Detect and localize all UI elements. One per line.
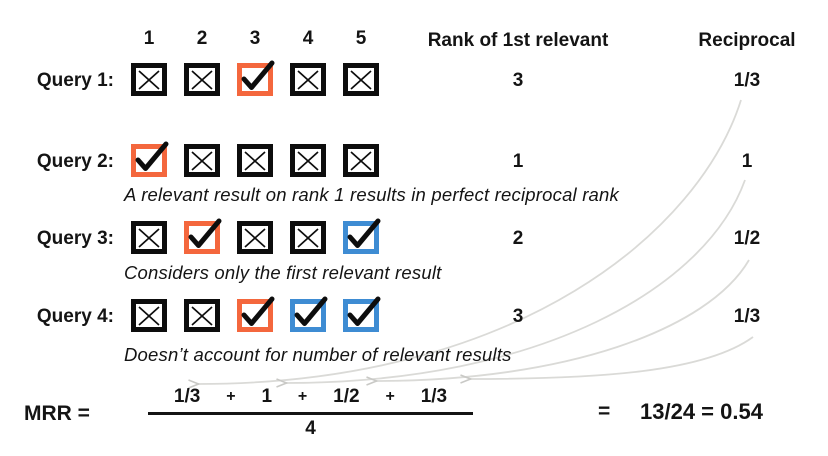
mrr-result-value: 13/24 = 0.54 [640,399,763,424]
not-relevant-checkbox-icon [184,299,220,332]
query-1-rank-value: 3 [512,69,524,91]
fraction-line [148,412,473,415]
query-1-label: Query 1: [36,69,114,91]
rank-position-headers: 1 2 3 4 5 [131,28,379,50]
not-relevant-checkbox-icon [131,63,167,96]
query-1-result-boxes [131,60,379,96]
not-relevant-checkbox-icon [237,221,273,254]
rank-position-label: 1 [143,28,155,49]
not-relevant-checkbox-icon [131,299,167,332]
relevant-checkbox-icon [343,296,381,332]
query-3-reciprocal-value: 1/2 [733,227,761,249]
numerator-term: 1/3 [173,386,201,407]
query-2-rank-value: 1 [512,150,524,172]
mrr-denominator: 4 [305,418,316,439]
numerator-term: 1/3 [420,386,448,407]
query-2-reciprocal-value: 1 [741,150,753,172]
rank-position-label: 4 [302,28,314,49]
relevant-checkbox-icon [184,218,222,254]
query-2-annotation: A relevant result on rank 1 results in p… [124,184,619,205]
query-4-result-boxes [131,296,381,332]
relevant-checkbox-icon [343,218,381,254]
relevant-checkbox-icon [131,141,169,177]
not-relevant-checkbox-icon [343,63,379,96]
relevant-checkbox-icon [237,60,275,96]
rank-of-first-relevant-header: Rank of 1st relevant [427,30,609,51]
plus-sign: + [226,388,236,405]
query-3-annotation: Considers only the first relevant result [124,262,442,283]
rank-position-label: 5 [355,28,367,49]
query-4-reciprocal-value: 1/3 [733,305,761,327]
query-2-result-boxes [131,141,379,177]
not-relevant-checkbox-icon [343,144,379,177]
query-4-rank-value: 3 [512,305,524,327]
relevant-checkbox-icon [290,296,328,332]
query-4-annotation: Doesn’t account for number of relevant r… [124,344,512,365]
query-1-reciprocal-value: 1/3 [733,69,761,91]
query-4-row: Query 4: 3 1/3 [0,296,828,334]
numerator-term: 1 [261,386,273,407]
rank-position-label: 3 [249,28,261,49]
reciprocal-header: Reciprocal [698,30,796,51]
query-1-row: Query 1: 3 1/3 [0,60,828,98]
query-2-row: Query 2: 1 1 [0,141,828,179]
arrow-q4-reciprocal [470,336,754,379]
query-2-label: Query 2: [36,150,114,172]
equals-sign: = [598,400,611,423]
query-4-label: Query 4: [36,305,114,327]
not-relevant-checkbox-icon [237,144,273,177]
relevant-checkbox-icon [237,296,275,332]
query-3-row: Query 3: 2 1/2 [0,218,828,256]
not-relevant-checkbox-icon [184,63,220,96]
not-relevant-checkbox-icon [184,144,220,177]
not-relevant-checkbox-icon [290,63,326,96]
not-relevant-checkbox-icon [131,221,167,254]
query-3-result-boxes [131,218,381,254]
plus-sign: + [385,388,395,405]
query-3-rank-value: 2 [512,227,524,249]
mrr-label: MRR = [24,402,90,425]
not-relevant-checkbox-icon [290,221,326,254]
rank-position-label: 2 [196,28,208,49]
query-3-label: Query 3: [36,227,114,249]
not-relevant-checkbox-icon [290,144,326,177]
numerator-term: 1/2 [333,386,360,407]
plus-sign: + [297,388,308,405]
mrr-numerator: 1/3 +1 +1/2 +1/3 [148,386,473,408]
